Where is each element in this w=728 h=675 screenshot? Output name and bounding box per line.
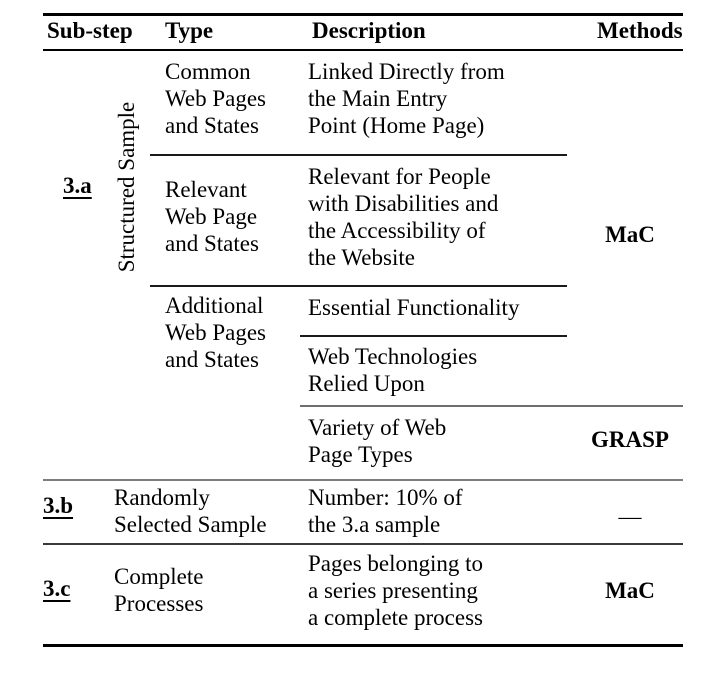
cell-3a-row2-type: Relevant Web Page and States <box>165 177 259 256</box>
rule-3c-top <box>43 543 683 545</box>
cell-3a-row3-description-2: Web Technologies Relied Upon <box>308 344 478 396</box>
cell-3a-row1-type: Common Web Pages and States <box>165 59 266 138</box>
cell-3a-row2-description: Relevant for People with Disabilities an… <box>308 164 499 270</box>
col-header-description: Description <box>312 18 426 43</box>
cell-3b-type: Randomly Selected Sample <box>114 485 267 537</box>
cell-3a-row3-type: Additional Web Pages and States <box>165 293 266 372</box>
col-header-substep: Sub-step <box>47 18 133 43</box>
rule-3a-row2 <box>150 285 567 287</box>
cell-3a-substep: 3.a <box>63 173 92 198</box>
cell-3a-methods-grasp: GRASP <box>591 427 669 452</box>
cell-3a-group-label: Structured Sample <box>114 101 139 273</box>
rule-3a-row1 <box>150 154 567 156</box>
rule-3b-top <box>43 479 683 481</box>
col-header-type: Type <box>165 18 214 43</box>
rule-top <box>43 13 683 16</box>
cell-3a-row3-description-1: Essential Functionality <box>308 295 520 320</box>
cell-3a-row3-description-3: Variety of Web Page Types <box>308 415 447 467</box>
cell-3a-methods-mac: MaC <box>605 222 655 247</box>
rule-3a-desc2 <box>300 405 683 407</box>
cell-3b-methods-dash: — <box>618 504 642 529</box>
cell-3c-methods-mac: MaC <box>605 578 655 603</box>
col-header-methods: Methods <box>597 18 683 43</box>
cell-3c-type: Complete Processes <box>114 564 204 616</box>
cell-3a-row1-description: Linked Directly from the Main Entry Poin… <box>308 59 505 138</box>
cell-3c-description: Pages belonging to a series presenting a… <box>308 551 484 630</box>
cell-3b-description: Number: 10% of the 3.a sample <box>308 485 463 537</box>
rule-bottom <box>43 644 683 647</box>
rule-header-bottom <box>43 49 683 51</box>
rule-3a-desc1 <box>300 335 567 337</box>
cell-3c-substep: 3.c <box>43 576 71 601</box>
cell-3b-substep: 3.b <box>43 493 74 518</box>
